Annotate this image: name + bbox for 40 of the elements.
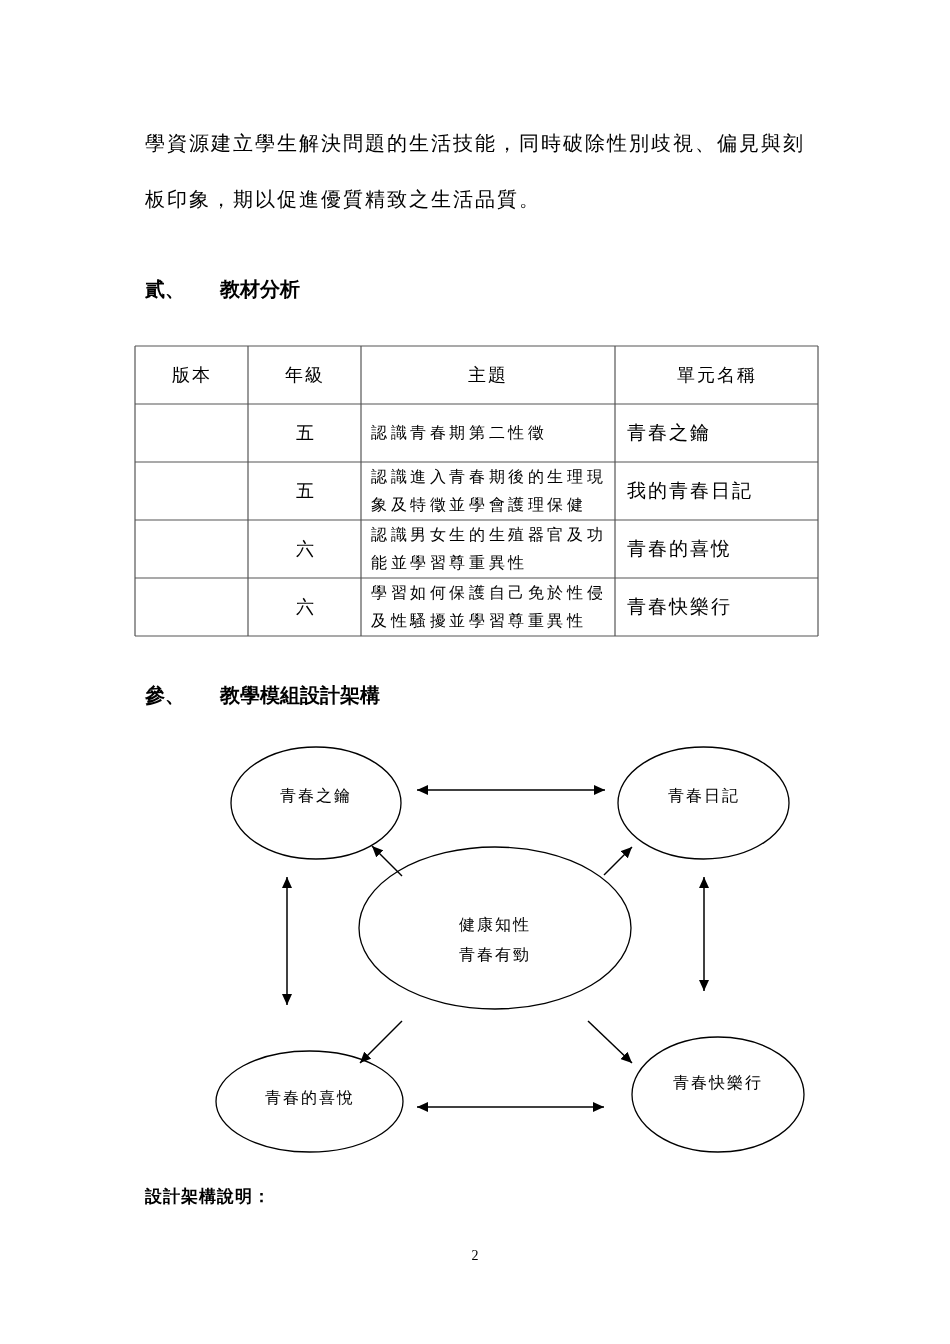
ellipse-label: 青春有勁 <box>459 945 531 965</box>
column-header: 主題 <box>468 364 508 386</box>
column-header: 年級 <box>284 364 325 386</box>
double-arrow <box>416 785 606 795</box>
ellipse-label: 健康知性 <box>459 915 531 935</box>
grade-text: 六 <box>295 596 314 618</box>
unit-name-text: 青春快樂行 <box>627 595 732 619</box>
grade-text: 五 <box>295 480 314 502</box>
double-arrow <box>416 1102 605 1112</box>
unit-name-text: 我的青春日記 <box>627 479 753 503</box>
ellipse-node <box>230 746 402 860</box>
ellipse-node <box>617 746 790 860</box>
arrow <box>603 846 633 876</box>
topic-text: 認識青春期第二性徵 <box>371 423 548 443</box>
ellipse-node <box>358 846 632 1010</box>
arrow <box>587 1020 633 1064</box>
arrow <box>359 1020 403 1064</box>
grade-text: 六 <box>295 538 314 560</box>
ellipse-label: 青春快樂行 <box>673 1073 763 1093</box>
column-header: 單元名稱 <box>676 364 757 386</box>
subheading: 設計架構說明： <box>145 1186 271 1208</box>
unit-name-text: 青春之鑰 <box>627 421 711 445</box>
unit-name-text: 青春的喜悅 <box>627 537 732 561</box>
ellipse-node <box>631 1036 805 1153</box>
column-header: 版本 <box>171 364 212 386</box>
topic-text: 認識男女生的生殖器官及功能並學習尊重異性 <box>371 525 608 573</box>
topic-text: 認識進入青春期後的生理現象及特徵並學會護理保健 <box>371 467 608 515</box>
section-heading: 貳、 教材分析 <box>145 277 300 301</box>
grade-text: 五 <box>295 422 314 444</box>
ellipse-label: 青春的喜悅 <box>264 1088 355 1108</box>
paragraph: 學資源建立學生解決問題的生活技能，同時破除性別歧視、偏見與刻板印象，期以促進優質精致之生活品質。 <box>145 131 806 212</box>
double-arrow <box>282 876 292 1006</box>
double-arrow <box>699 876 709 992</box>
arrow <box>371 845 403 877</box>
topic-text: 學習如何保護自己免於性侵及性騷擾並學習尊重異性 <box>371 583 608 631</box>
ellipse-node <box>215 1050 404 1153</box>
ellipse-label: 青春日記 <box>667 786 740 806</box>
section-heading: 參、 教學模組設計架構 <box>145 683 380 707</box>
page-number: 2 <box>471 1247 479 1265</box>
ellipse-label: 青春之鑰 <box>280 786 352 806</box>
